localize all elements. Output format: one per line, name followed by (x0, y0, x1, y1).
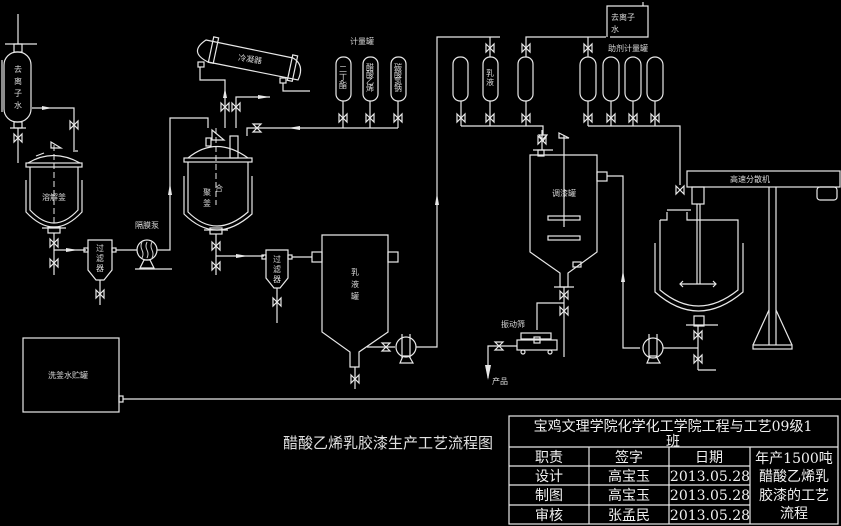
deionized-water-box-line: 去离子 (611, 12, 635, 22)
filter-char: 滤 (96, 253, 104, 263)
polymerization-kettle-char: 釜 (203, 198, 211, 208)
filter-char: 器 (96, 264, 104, 273)
additive-tank (646, 56, 664, 102)
table-cell: 制图 (535, 488, 563, 504)
additive-tank (602, 56, 620, 102)
deionized-water-tank: 去 离 子 水 (1, 14, 79, 163)
table-cell: 设计 (535, 469, 563, 485)
deionized-water-box-line: 水 (611, 24, 619, 34)
wash-water-tank-label: 洗釜水贮罐 (48, 370, 88, 380)
paint-mixing-tank: 调漆罐 (529, 130, 640, 357)
deionized-water-char: 子 (14, 89, 22, 98)
metering-tank (452, 56, 469, 102)
vibrating-screen-label: 振动筛 (501, 319, 525, 329)
paint-mixing-tank-label: 调漆罐 (552, 188, 576, 198)
filter-char: 器 (273, 275, 281, 284)
product-label: 产品 (492, 376, 508, 386)
tank-char: 丁 (339, 73, 347, 82)
tank-char: 烯 (366, 83, 374, 93)
tank-char: 乳 (486, 68, 494, 78)
project-line: 年产1500吨 (755, 451, 833, 467)
deionized-water-box: 去离子 水 (606, 2, 649, 38)
column-header: 日期 (695, 450, 723, 466)
metering-tanks: 计量罐 二 丁 酯 醋 酸 乙 烯 碳 酸 氢 钠 (246, 36, 407, 136)
deionized-water-char: 去 (14, 64, 22, 74)
condenser-label: 冷凝器 (238, 52, 263, 65)
table-cell: 高宝玉 (608, 468, 650, 485)
additive-tank (579, 56, 597, 102)
filter-2: 过 滤 器 (261, 249, 312, 323)
tank-char: 乙 (366, 77, 374, 86)
filter-char: 过 (273, 254, 281, 264)
diaphragm-pump-label: 隔膜泵 (135, 220, 159, 230)
emulsion-tank: 乳 液 罐 (311, 234, 399, 389)
tank-char: 酸 (394, 69, 402, 79)
vibrating-screen: 振动筛 产品 (485, 302, 564, 386)
title-block-header: 班 (666, 434, 680, 450)
filter-1: 过 滤 器 (83, 239, 137, 305)
metering-tank (517, 56, 534, 102)
dispersing-kettle (642, 209, 744, 371)
column-header: 职责 (535, 450, 563, 466)
emulsion-tank-char: 罐 (351, 291, 359, 301)
high-speed-disperser-label: 高速分散机 (730, 174, 770, 184)
column-header: 签字 (615, 449, 643, 466)
polymerization-kettle-char: 合 (215, 183, 223, 193)
filter-char: 滤 (273, 264, 281, 274)
wash-water-storage-tank: 洗釜水贮罐 (22, 337, 841, 413)
table-cell: 高宝玉 (608, 487, 650, 504)
additive-metering-tanks-label: 助剂计量罐 (608, 43, 648, 53)
additive-metering-tanks: 助剂计量罐 (579, 37, 685, 195)
title-block-header: 宝鸡文理学院化学化工学院工程与工艺09级1 (534, 418, 813, 435)
table-cell: 2013.05.28 (670, 469, 750, 485)
filter-char: 过 (96, 243, 104, 253)
tank-char: 醋 (366, 62, 374, 72)
table-cell: 2013.05.28 (670, 488, 750, 504)
project-line: 流程 (780, 506, 808, 522)
polymerization-kettle: 聚 合 釜 (183, 128, 264, 275)
additive-tank (624, 56, 642, 102)
valve-icon[interactable] (675, 185, 685, 195)
project-line: 胶漆的工艺 (759, 487, 829, 504)
table-cell: 审核 (535, 508, 563, 524)
deionized-water-char: 离 (14, 76, 22, 86)
tank-char: 钠 (394, 83, 402, 93)
diagram-title: 醋酸乙烯乳胶漆生产工艺流程图 (283, 434, 493, 452)
dissolving-kettle-label: 溶解釜 (42, 192, 66, 202)
tank-char: 氢 (394, 76, 402, 86)
tank-char: 二 (339, 65, 347, 74)
metering-tanks-label: 计量罐 (350, 36, 374, 46)
emulsion-tank-char: 液 (351, 279, 359, 289)
tank-char: 液 (486, 77, 494, 87)
title-block: 宝鸡文理学院化学化工学院工程与工艺09级1 班 职责 签字 日期 设计 高宝玉 … (508, 415, 839, 525)
tank-char: 酸 (366, 69, 374, 79)
deionized-water-char: 水 (14, 100, 22, 110)
table-cell: 张孟民 (608, 508, 650, 524)
polymerization-kettle-char: 聚 (203, 188, 211, 197)
diaphragm-pump: 隔膜泵 (135, 117, 209, 270)
tank-char: 碳 (394, 62, 402, 72)
tank-char: 酯 (339, 81, 347, 90)
transfer-pump (395, 36, 500, 364)
condenser: 冷凝器 (196, 36, 310, 128)
emulsion-metering-tanks: 乳 液 (452, 36, 606, 143)
project-line: 醋酸乙烯乳 (759, 469, 829, 485)
table-cell: 2013.05.28 (670, 508, 750, 524)
dissolving-kettle: 溶解釜 (25, 140, 86, 275)
emulsion-tank-char: 乳 (351, 267, 359, 277)
high-speed-disperser: 高速分散机 (686, 170, 841, 350)
